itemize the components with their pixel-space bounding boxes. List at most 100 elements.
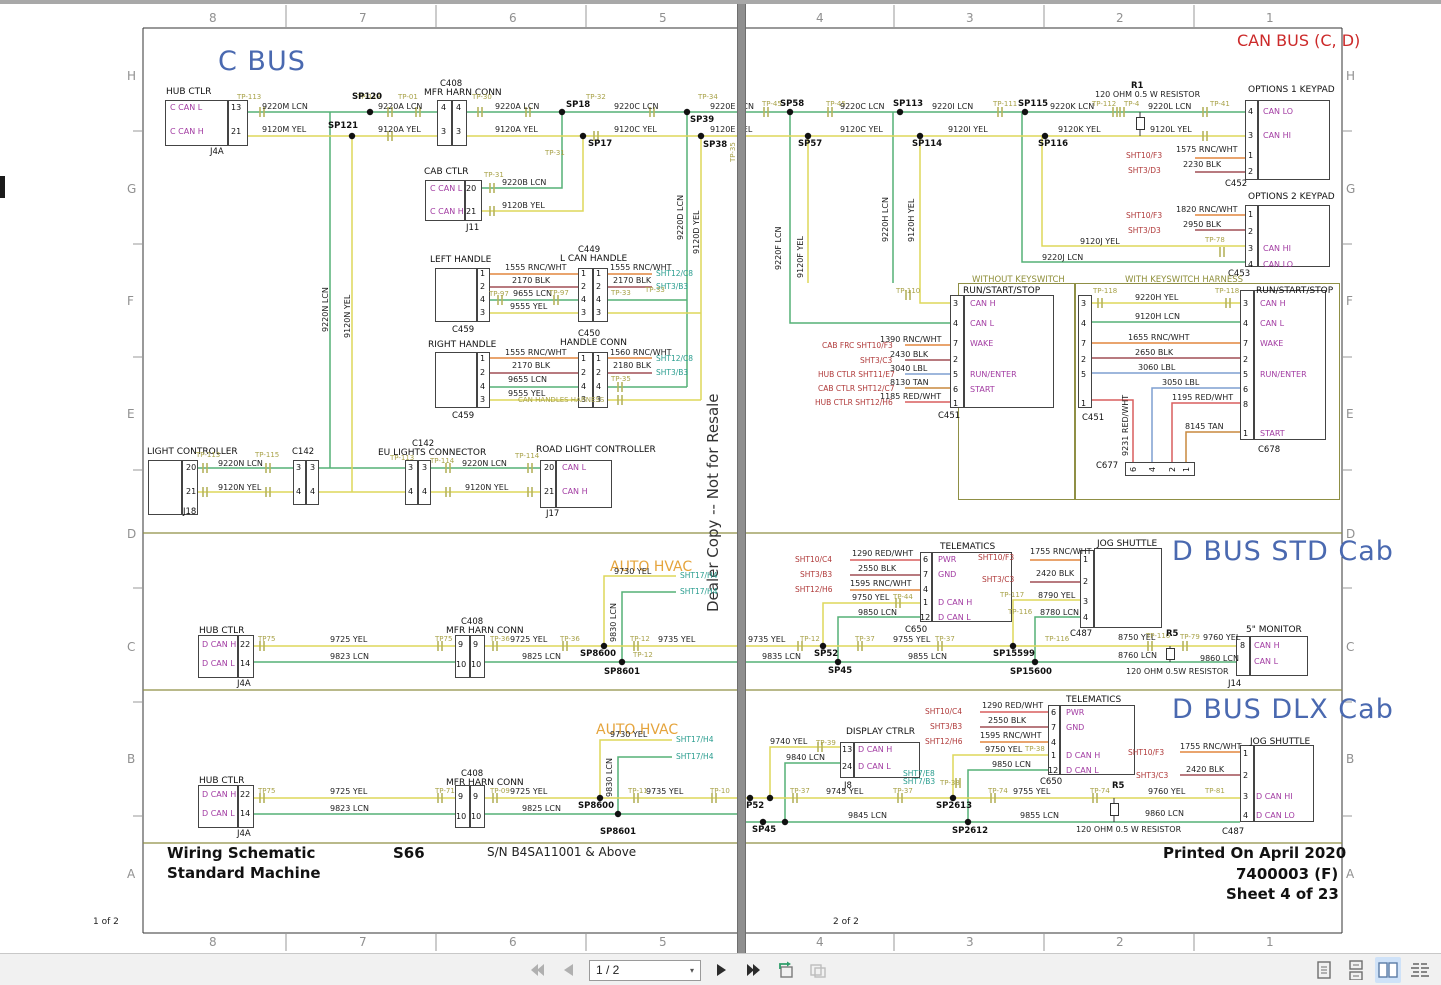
schematic-label: SHT10/C4 — [925, 707, 963, 716]
schematic-label: EU LIGHTS CONNECTOR — [378, 448, 487, 458]
schematic-label: 9735 YEL — [658, 635, 696, 644]
schematic-label: 24 — [842, 762, 853, 771]
schematic-label: B — [1346, 752, 1355, 766]
schematic-label: 2650 BLK — [1135, 348, 1174, 357]
schematic-label: J4A — [210, 147, 224, 157]
schematic-label: Wiring Schematic — [167, 844, 316, 862]
schematic-label: TP-113 — [237, 93, 262, 101]
schematic-label: RUN/ENTER — [1260, 370, 1307, 379]
schematic-label: 3 — [581, 395, 587, 404]
schematic-label: 3 — [1248, 131, 1254, 140]
schematic-label: 3 — [966, 935, 974, 949]
schematic-label: TP-71 — [435, 787, 455, 795]
previous-page-button[interactable] — [557, 959, 579, 981]
two-page-view-button[interactable] — [1375, 957, 1401, 983]
two-page-scroll-view-button[interactable] — [1407, 957, 1433, 983]
schematic-label: J17 — [546, 509, 560, 519]
schematic-label: SP45 — [752, 825, 777, 835]
schematic-label: D CAN H — [1066, 751, 1101, 760]
schematic-label: 2 — [596, 368, 602, 377]
schematic-label: 1 — [480, 269, 486, 278]
schematic-label: 9120C YEL — [840, 125, 883, 134]
component-box — [593, 352, 608, 408]
schematic-label: 9220N LCN — [321, 287, 330, 332]
component-box — [840, 742, 854, 778]
schematic-label: 9120M YEL — [262, 125, 307, 134]
single-page-view-button[interactable] — [1311, 957, 1337, 983]
schematic-label: TP-35 — [729, 142, 737, 162]
schematic-label: TP75 — [258, 635, 276, 643]
schematic-label: 1 — [1051, 751, 1057, 760]
schematic-label: CAN L — [970, 319, 995, 328]
schematic-label: MFR HARN CONN — [446, 778, 524, 788]
schematic-label: J14 — [1228, 679, 1242, 689]
wire — [952, 754, 1048, 798]
next-page-button[interactable] — [711, 959, 733, 981]
rotate-view-button[interactable] — [775, 959, 797, 981]
schematic-label: D CAN H — [858, 745, 893, 754]
schematic-label: 14 — [240, 659, 251, 668]
component-box — [1254, 290, 1326, 440]
splice-dot — [786, 108, 794, 116]
schematic-label: TP-118 — [1093, 287, 1118, 295]
schematic-label: Standard Machine — [167, 864, 321, 882]
component-box — [1136, 117, 1145, 130]
schematic-label: RIGHT HANDLE — [428, 340, 497, 350]
schematic-label: SP52 — [814, 649, 839, 659]
schematic-label: TP-4 — [1124, 100, 1140, 108]
continuous-scroll-view-button[interactable] — [1343, 957, 1369, 983]
schematic-label: 1 — [923, 598, 929, 607]
last-page-button[interactable] — [743, 959, 765, 981]
schematic-label: 2 — [1116, 935, 1124, 949]
schematic-label: RUN/START/STOP — [963, 286, 1041, 296]
schematic-label: C451 — [1082, 413, 1105, 423]
schematic-label: 1575 RNC/WHT — [1176, 145, 1238, 154]
schematic-label: 9 — [473, 792, 479, 801]
splice-dot — [834, 658, 842, 666]
first-page-button[interactable] — [525, 959, 547, 981]
schematic-label: 1 — [581, 269, 587, 278]
schematic-label: ROAD LIGHT CONTROLLER — [536, 445, 656, 455]
schematic-label: 7 — [1243, 339, 1249, 348]
schematic-label: 21 — [186, 487, 197, 496]
schematic-label: TP-81 — [1205, 787, 1225, 795]
wire — [1171, 402, 1240, 462]
schematic-label: 1290 RED/WHT — [852, 549, 914, 558]
schematic-label: 6 — [953, 385, 959, 394]
schematic-label: 9740 YEL — [770, 737, 808, 746]
schematic-label: 1595 RNC/WHT — [850, 579, 912, 588]
schematic-label: C CAN L — [170, 103, 203, 112]
component-box — [1250, 636, 1308, 676]
schematic-label: TP-45 — [826, 100, 846, 108]
schematic-label: 1390 RNC/WHT — [880, 335, 942, 344]
schematic-label: C459 — [452, 411, 475, 421]
schematic-label: F — [1346, 294, 1353, 308]
schematic-label: 9735 YEL — [646, 787, 684, 796]
schematic-label: SP39 — [690, 115, 715, 125]
schematic-label: D CAN H — [202, 790, 237, 799]
rotate-view-disabled-button[interactable] — [807, 959, 829, 981]
schematic-label: TP-116 — [1008, 608, 1033, 616]
schematic-label: 9120L YEL — [1150, 125, 1192, 134]
schematic-label: 3 — [310, 463, 316, 472]
component-box — [148, 460, 182, 515]
schematic-label: SP58 — [780, 99, 805, 109]
wire — [769, 746, 840, 798]
splice-dot — [964, 818, 972, 826]
schematic-label: 9220K LCN — [1050, 102, 1095, 111]
schematic-label: 9120I YEL — [948, 125, 988, 134]
schematic-label: 9855 LCN — [1020, 811, 1059, 820]
schematic-label: 9855 LCN — [908, 652, 947, 661]
previous-page-icon — [564, 964, 573, 976]
schematic-label: Printed On April 2020 — [1163, 844, 1347, 862]
splice-dot — [683, 108, 691, 116]
schematic-label: 9120N YEL — [343, 294, 352, 338]
schematic-label: B — [127, 752, 136, 766]
schematic-label: 2 — [581, 282, 587, 291]
page-number-select[interactable]: 1 / 2 ▾ — [589, 959, 701, 981]
splice-dot — [759, 818, 767, 826]
chevron-down-icon: ▾ — [689, 965, 694, 975]
wire — [1041, 136, 1245, 247]
schematic-label: SHT12/C8 — [656, 354, 694, 363]
schematic-label: 5" MONITOR — [1246, 625, 1302, 635]
